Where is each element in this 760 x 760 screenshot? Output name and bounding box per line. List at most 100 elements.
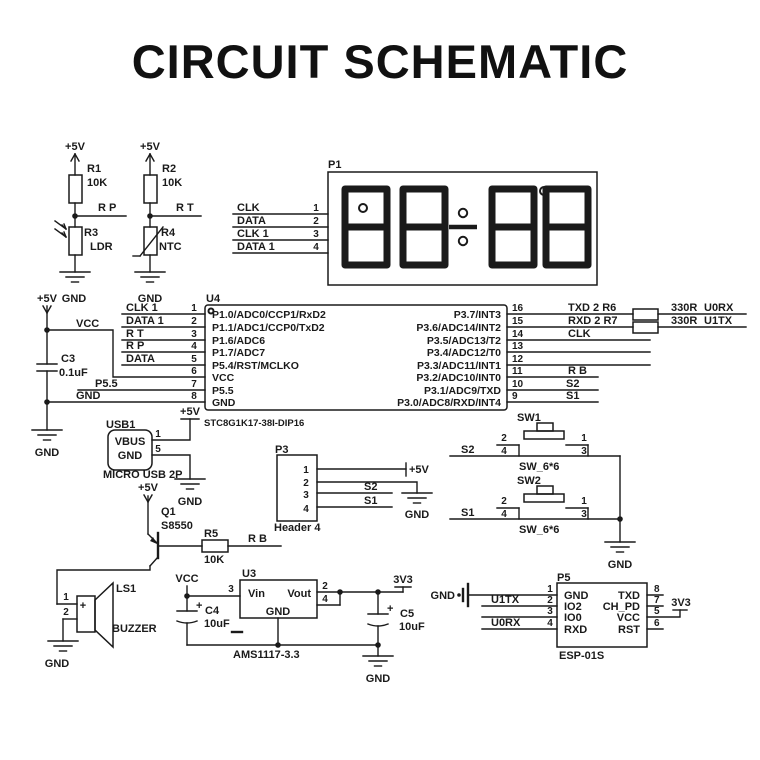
pin-number: 9	[512, 391, 518, 402]
display-p1: P1 CLK DATA CLK 1 DATA 1 1 2 3 4	[232, 159, 598, 286]
transistor-q1	[147, 531, 160, 567]
c5-ref: C5	[400, 608, 414, 620]
pin-label: GND	[212, 397, 236, 409]
pin-label: P1.0/ADC0/CCP1/RxD2	[212, 309, 326, 321]
r4-ref: R4	[161, 227, 176, 239]
r5-ref: R5	[204, 528, 218, 540]
pin-number: 1	[191, 303, 197, 314]
junction-dot	[44, 327, 50, 333]
capacitor-c4	[176, 610, 198, 624]
seven-segment-digit	[403, 189, 445, 265]
pin-number: 4	[322, 594, 328, 605]
p3-part: Header 4	[274, 522, 321, 534]
pin-label: VCC	[212, 372, 235, 384]
pin-label: VCC	[617, 612, 640, 624]
net-label: RXD 2 R7	[568, 315, 618, 327]
pin-number: 6	[191, 366, 197, 377]
resistor-r5	[201, 539, 229, 553]
vcc-rail: +5V C3 0.1uF GND	[31, 293, 88, 459]
c4-ref: C4	[205, 605, 220, 617]
ground-symbol	[134, 271, 166, 283]
colon-dot	[457, 207, 469, 219]
pin-label: TXD	[618, 590, 640, 602]
pin-number: 3	[303, 490, 309, 501]
pin1-marker	[207, 307, 215, 315]
pin-number: 1	[155, 429, 161, 440]
pin-number: 2	[303, 478, 309, 489]
vin-label: Vin	[248, 588, 265, 600]
colon-dot	[457, 235, 469, 247]
p5v-label: +5V	[37, 293, 58, 305]
gnd-label: GND	[35, 447, 60, 459]
net-data1: DATA 1	[237, 241, 275, 253]
q1-driver: +5V Q1 S8550 R5 10K R B	[56, 482, 282, 605]
pin-label: IO0	[564, 612, 582, 624]
net-label: S1	[566, 390, 579, 402]
pin-number: 1	[581, 496, 587, 507]
decimal-dot	[539, 186, 549, 196]
pin-label: P1.1/ADC1/CCP0/TxD2	[212, 322, 325, 334]
gnd-label: GND	[366, 673, 391, 685]
net-u1tx: U1TX	[704, 315, 733, 327]
c4-value: 10uF	[204, 618, 230, 630]
plus-mark: +	[387, 603, 393, 615]
header-wires	[316, 462, 418, 508]
r2-value: 10K	[162, 177, 182, 189]
r1-value: 10K	[87, 177, 107, 189]
pin-label: IO2	[564, 601, 582, 613]
junction-dot	[44, 399, 50, 405]
pin-number: 12	[512, 354, 524, 365]
r3-type: LDR	[90, 241, 113, 253]
vout-wires	[316, 586, 412, 606]
sw1-body	[523, 430, 565, 440]
net-label: R P	[126, 340, 144, 352]
ground-symbol	[401, 492, 433, 504]
sw1-button-cap	[536, 422, 554, 432]
net-label: R T	[126, 328, 144, 340]
header-body	[276, 454, 318, 522]
buzzer-label: BUZZER	[112, 623, 157, 635]
net-s2-label: S2	[364, 481, 377, 493]
seven-segment-digit	[492, 189, 534, 265]
net-clk1: CLK 1	[237, 228, 269, 240]
net-label: CLK	[568, 328, 591, 340]
pin-label: P3.5/ADC13/T2	[427, 335, 501, 347]
r7-value: 330R	[671, 315, 697, 327]
gnd-label: GND	[76, 390, 101, 402]
pin-label: P1.6/ADC6	[212, 335, 265, 347]
thermistor-r4	[143, 226, 158, 256]
net-rb-label: R B	[248, 533, 267, 545]
pin-label: P3.4/ADC12/T0	[427, 347, 501, 359]
pin-number: 1	[303, 465, 309, 476]
ground-symbol	[59, 271, 91, 283]
pin-label: P3.0/ADC8/RXD/INT4	[397, 397, 501, 409]
ground-symbol	[362, 655, 394, 667]
pin-number: 3	[228, 584, 234, 595]
pin-number: 2	[501, 496, 507, 507]
r6-value: 330R	[671, 302, 697, 314]
mcu-right-wires	[506, 313, 651, 403]
photoresistor-r3	[68, 226, 83, 256]
pin-label: P5.4/RST/MCLKO	[212, 360, 299, 372]
seven-segment-digit	[345, 189, 387, 265]
pin-number: 1	[581, 433, 587, 444]
ground-symbol	[47, 640, 79, 652]
pin-number: 15	[512, 316, 524, 327]
net-s1-label: S1	[364, 495, 377, 507]
resistor-r6	[632, 308, 659, 321]
pin-number: 7	[191, 379, 197, 390]
regulator-u3: VCC 3 + C4 10uF U3 Vin Vout GND 2 4 3V3	[175, 568, 425, 685]
pin-label: P1.7/ADC7	[212, 347, 265, 359]
net-label: DATA	[126, 353, 155, 365]
pin-number: 2	[313, 216, 319, 227]
plus-mark: +	[196, 600, 202, 612]
net-label: P5.5	[95, 378, 118, 390]
pin-label: RXD	[564, 624, 587, 636]
collector-wire	[56, 565, 151, 605]
pnp-emitter-arrow	[150, 537, 157, 544]
gnd-port-icon	[457, 582, 470, 608]
pin-number: 1	[63, 592, 69, 603]
junction-dot	[337, 589, 343, 595]
ntc-divider: +5V R2 10K R T R4 NTC GND	[132, 141, 202, 305]
r3-ref: R3	[84, 227, 98, 239]
